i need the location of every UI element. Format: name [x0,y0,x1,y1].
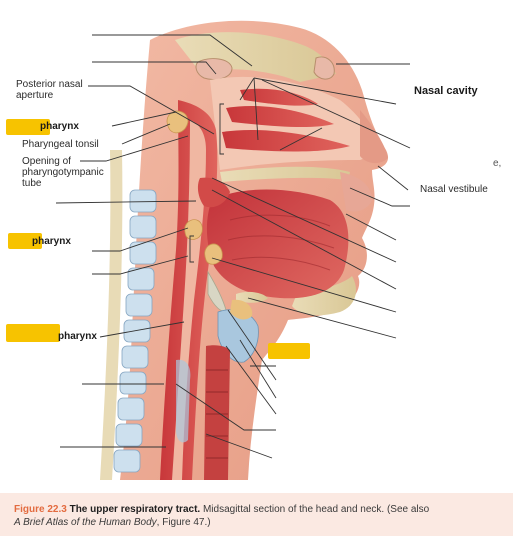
leader-right-4 [349,187,410,207]
caption-title: The upper respiratory tract. [69,504,201,515]
label-posterior-nasal-aperture: Posterior nasal aperture [16,79,83,101]
nose-tip [360,110,388,164]
leader-opening-tube [80,135,189,162]
label-edge-fragment: e, [493,158,502,169]
leader-right-11 [227,309,277,381]
hyoid-bone [236,291,268,303]
leader-right-6 [211,177,397,263]
upper-lip-maxilla [340,172,372,212]
leader-nasal-cavity-c [239,77,255,101]
highlight-larynx-blank [268,343,310,359]
bracket-nasopharynx [219,103,224,155]
leader-right-15 [205,433,273,459]
caption-background [0,493,513,536]
highlight-pharynx-2 [8,233,42,249]
palatine-tonsil [184,219,203,240]
leader-right-2 [261,79,411,149]
label-pharynx-1: pharynx [40,121,79,132]
leader-left-mid-1 [55,200,197,204]
leader-nasal-cavity-b [253,77,259,141]
caption-tail: , Figure 47.) [156,517,211,528]
leader-left-mid-2 [92,255,189,275]
tongue-muscle-lines [227,214,335,271]
highlight-pharynx-1 [6,119,50,135]
soft-palate [197,177,230,208]
figure-caption: Figure 22.3 The upper respiratory tract.… [14,503,504,529]
leader-nasal-vestibule [377,165,409,191]
label-nasal-vestibule: Nasal vestibule [420,184,488,195]
caption-text: Midsagittal section of the head and neck… [200,504,430,515]
leader-posterior-nasal-aperture [88,85,215,135]
frontal-sinus [313,56,335,80]
leader-right-3 [279,127,323,151]
leader-top-left-2 [92,61,217,75]
leader-right-7 [211,189,397,290]
label-nasal-cavity: Nasal cavity [414,85,478,97]
label-pharyngeal-tonsil: Pharyngeal tonsil [22,139,99,150]
leader-nasal-cavity-a [253,77,397,105]
leader-right-9 [247,297,397,339]
hard-palate [220,166,350,182]
tongue [206,189,349,299]
leader-pharynx-3 [99,321,185,338]
leader-top-left-1 [92,34,253,67]
label-pharynx-2: pharynx [32,236,71,247]
leader-right-12 [239,339,277,399]
leader-pharyngeal-tonsil [121,123,171,145]
mandible [292,276,356,316]
caption-figure-number: Figure 22.3 [14,504,67,515]
caption-atlas-title: A Brief Atlas of the Human Body [14,517,157,528]
highlight-pharynx-3 [6,324,60,342]
esophagus-fold [176,359,191,443]
leader-right-5 [345,213,397,241]
bracket-oropharynx [189,235,194,263]
leader-right-13 [225,345,277,415]
leader-pharynx-1 [111,111,177,127]
concha-middle [226,105,334,128]
midsagittal-illustration [55,20,411,481]
spinal-cord-strip [100,150,123,480]
leader-right-8 [211,257,397,313]
trachea [204,345,230,480]
leader-right-14 [175,383,276,431]
lingual-tonsil [204,243,223,265]
label-opening-pharyngotympanic-tube: Opening of pharyngotympanic tube [22,156,104,189]
concha-superior [240,88,318,106]
concha-inferior [222,129,350,152]
trachea-rings [206,369,228,459]
leader-lines [55,34,411,459]
leader-pharynx-2 [92,227,189,252]
label-pharynx-3: pharynx [58,331,97,342]
vertebral-column [113,189,157,473]
thyroid-gland [230,299,253,320]
